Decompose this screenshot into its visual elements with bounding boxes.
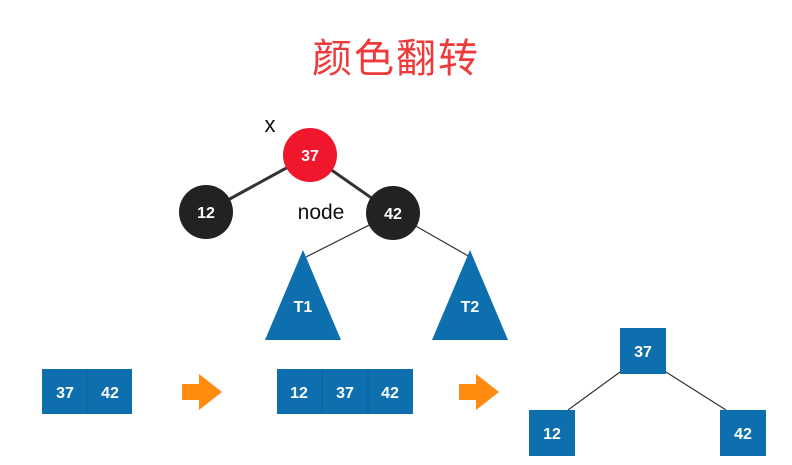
arrow-right-icon xyxy=(182,374,222,410)
merged-cell-1 xyxy=(322,369,368,414)
before-value-1: 42 xyxy=(101,385,119,402)
merged-value-0: 12 xyxy=(290,385,308,402)
before-cell-0 xyxy=(42,369,87,414)
subtree-t1-triangle xyxy=(265,250,341,340)
result-root-value: 37 xyxy=(634,344,652,361)
subtree-t1-label: T1 xyxy=(294,299,313,316)
result-root-box xyxy=(620,328,666,374)
arrow-right-icon xyxy=(459,374,499,410)
subtree-t2-label: T2 xyxy=(461,299,480,316)
result-right-value: 42 xyxy=(734,426,752,443)
left-node-value: 12 xyxy=(197,205,215,222)
result-left-value: 12 xyxy=(543,426,561,443)
left-node-circle xyxy=(179,185,233,239)
result-edge-right xyxy=(665,371,727,411)
result-edge-left xyxy=(567,371,621,411)
root-node-value: 37 xyxy=(301,148,319,165)
before-cell-1 xyxy=(87,369,132,414)
diagram-title: 颜色翻转 xyxy=(312,36,480,82)
subtree-t2-triangle xyxy=(432,250,508,340)
merged-cell-0 xyxy=(277,369,322,414)
merged-cell-2 xyxy=(368,369,413,414)
node-label: node xyxy=(298,201,345,224)
merged-value-2: 42 xyxy=(381,385,399,402)
before-value-0: 37 xyxy=(56,385,74,402)
right-node-circle xyxy=(366,186,420,240)
right-node-value: 42 xyxy=(384,206,402,223)
result-right-box xyxy=(720,410,766,456)
root-node-circle xyxy=(283,128,337,182)
result-left-box xyxy=(529,410,575,456)
x-label: x xyxy=(265,112,276,137)
merged-value-1: 37 xyxy=(336,385,354,402)
